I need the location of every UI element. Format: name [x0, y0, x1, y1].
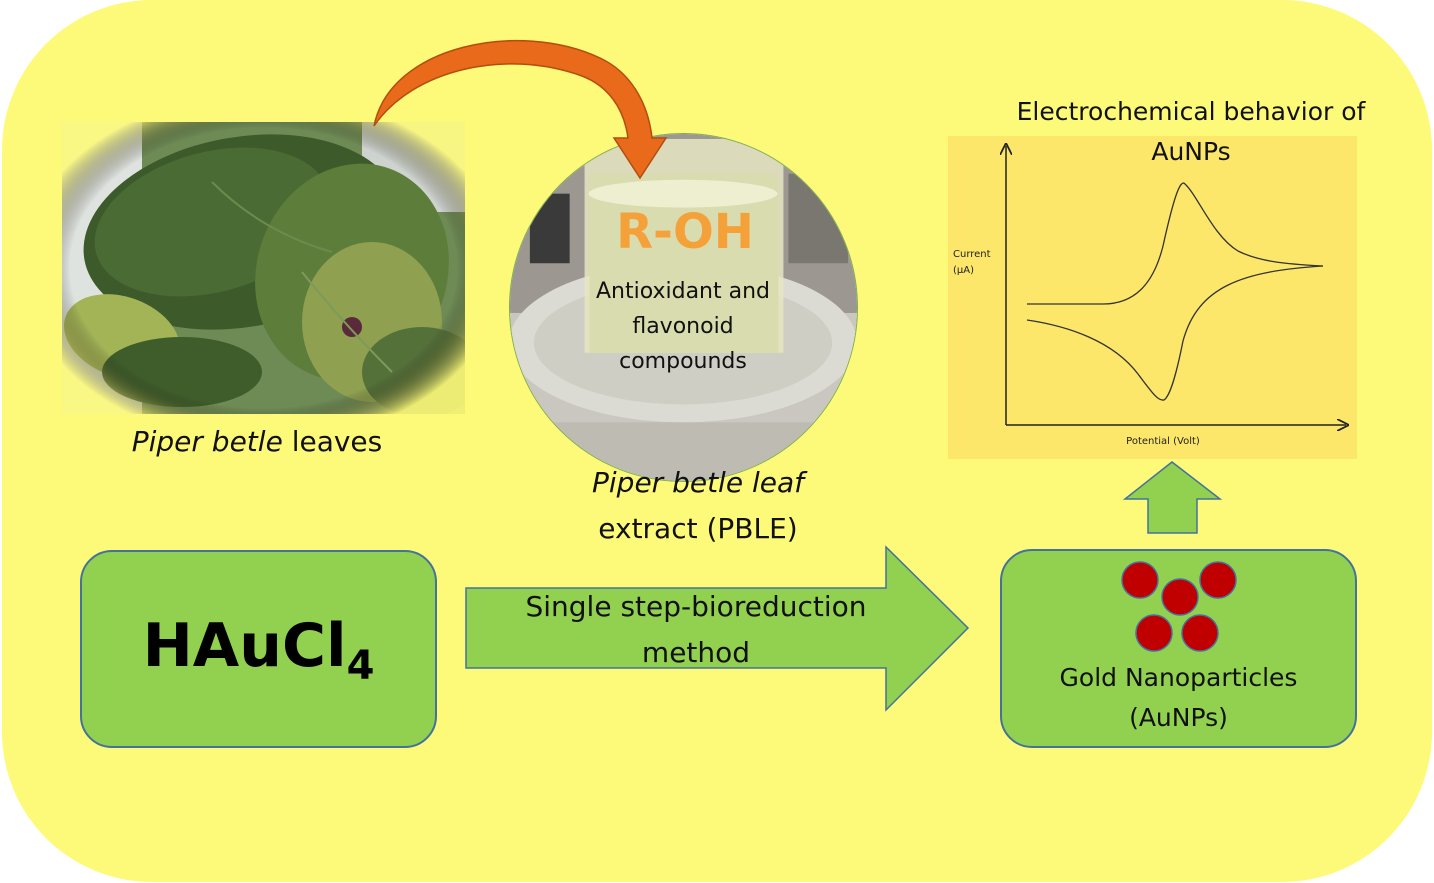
- extract-label: Piper betle leaf extract (PBLE): [592, 466, 804, 545]
- piper-betle-leaves-photo: [62, 122, 465, 414]
- y-axis-unit: (µA): [953, 265, 974, 276]
- y-axis-label: Current: [953, 249, 991, 260]
- compound-formula: R-OH: [616, 204, 754, 260]
- cv-upper-curve: [1027, 182, 1324, 305]
- leaves-label: Piper betle leaves: [131, 425, 383, 458]
- process-label: Single step-bioreduction method: [525, 590, 867, 669]
- precursor-formula: HAuCl4: [142, 611, 375, 689]
- product-label: Gold Nanoparticles (AuNPs): [1059, 663, 1298, 732]
- compound-description: Antioxidant and flavonoid compounds: [595, 279, 771, 374]
- cv-lower-curve: [1026, 265, 1324, 401]
- x-axis-label: Potential (Volt): [1126, 436, 1200, 447]
- cv-graph: Current (µA) Potential (Volt): [953, 136, 1357, 447]
- precursor-box: [80, 550, 437, 748]
- graph-title: Electrochemical behavior of AuNPs: [1016, 97, 1366, 166]
- cv-graph-panel: Current (µA) Potential (Volt): [948, 136, 1357, 459]
